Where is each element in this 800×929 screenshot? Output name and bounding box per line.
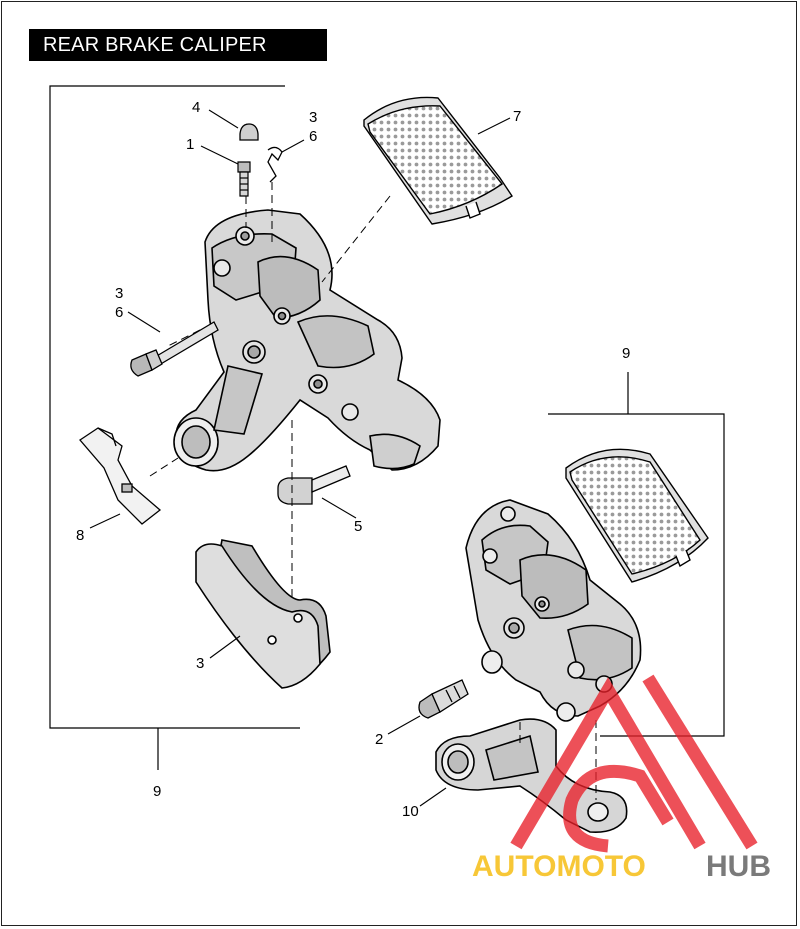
callout-5: 5	[354, 518, 362, 535]
caliper-mounting-bolt-part	[130, 321, 219, 377]
callout-7: 7	[513, 108, 521, 125]
diagram-title: REAR BRAKE CALIPER	[29, 29, 327, 61]
callout-9-right: 9	[622, 345, 630, 362]
alignment-dashed-lines	[149, 182, 597, 800]
watermark-text-automoto: AUTOMOTO	[472, 850, 646, 883]
watermark-emblem	[510, 674, 758, 853]
callout-10: 10	[402, 803, 419, 820]
pad-pin-part	[277, 465, 351, 505]
watermark-logo: AUTOMOTO HUB	[472, 674, 771, 883]
callout-3-top: 3	[309, 109, 317, 126]
caliper-body-left	[173, 209, 441, 472]
bleeder-valve-part	[237, 161, 251, 197]
callout-3-left: 3	[115, 285, 123, 302]
callout-4: 4	[192, 99, 200, 116]
callout-3-pads: 3	[196, 655, 204, 672]
bleeder-cap-part	[239, 123, 259, 141]
callout-9-left: 9	[153, 783, 161, 800]
brake-pads-lower-part	[195, 539, 331, 689]
callout-2: 2	[375, 731, 383, 748]
callout-1: 1	[186, 136, 194, 153]
pad-spring-part	[79, 427, 162, 525]
mounting-screw-part	[418, 679, 469, 719]
watermark-text-hub: HUB	[706, 850, 771, 883]
brake-pad-right-part	[565, 448, 709, 583]
callout-labels: 4 1 3 6 7 3 6 9 8 5 3 2 9 10	[76, 99, 630, 820]
brake-pad-top-part	[363, 96, 513, 225]
left-assembly-bracket	[49, 85, 300, 770]
caliper-bracket-part	[435, 718, 628, 834]
callout-6-top: 6	[309, 128, 317, 145]
pad-retainer-clip-part	[267, 146, 283, 183]
callout-8: 8	[76, 527, 84, 544]
right-assembly-bracket	[548, 372, 725, 737]
callout-6-left: 6	[115, 304, 123, 321]
callout-leader-lines	[89, 109, 511, 807]
